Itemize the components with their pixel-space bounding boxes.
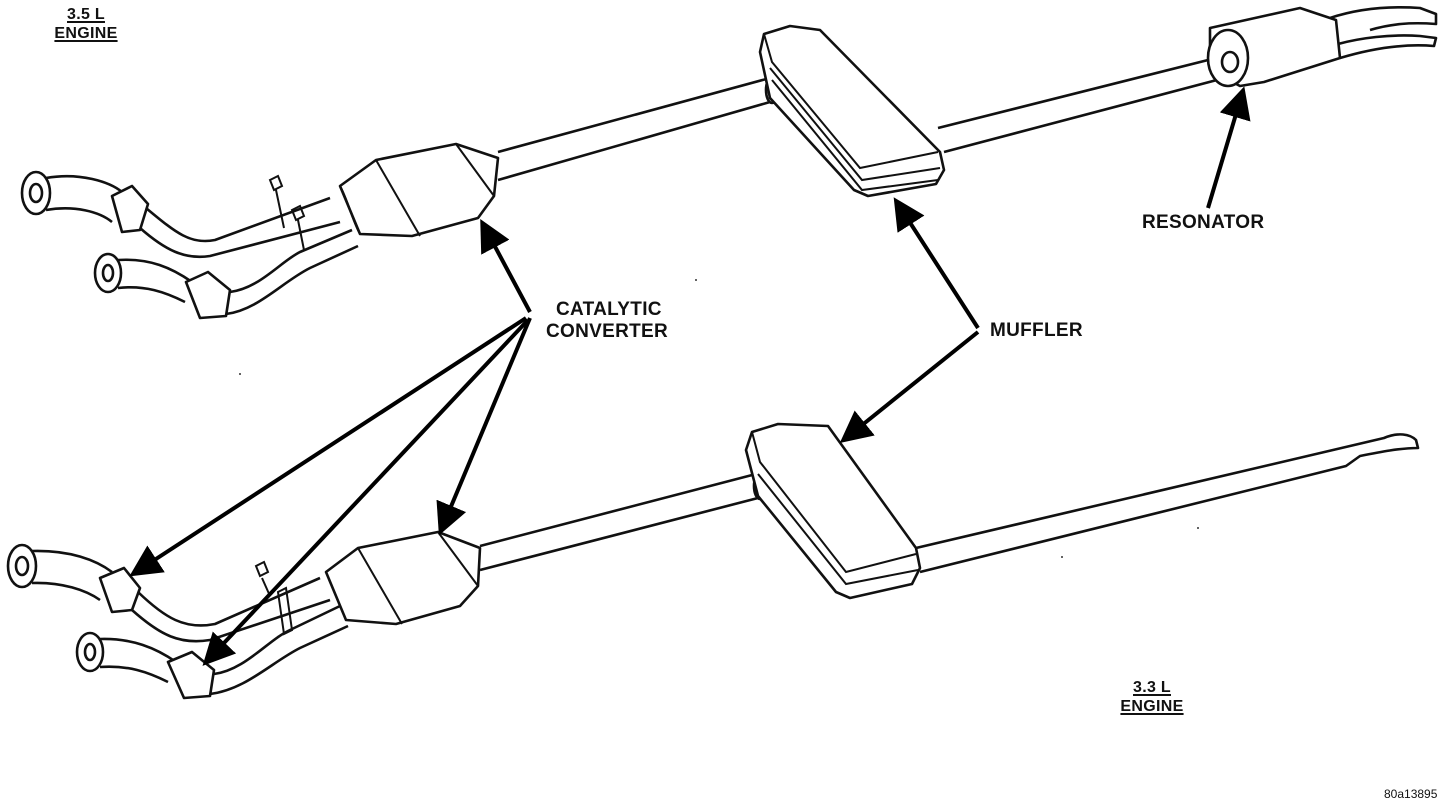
engine-label-3-5l-line1: 3.5 L bbox=[67, 6, 105, 23]
tail-pipe-top bbox=[937, 54, 1233, 154]
manifold-flange-bottom-1 bbox=[6, 543, 38, 589]
front-cat-bottom-2 bbox=[166, 650, 216, 700]
engine-label-3-5l-line2: ENGINE bbox=[54, 25, 118, 42]
figure-code: 80a13895 bbox=[1384, 787, 1438, 801]
muffler-label: MUFFLER bbox=[990, 320, 1083, 341]
arrow-muffler-top bbox=[893, 197, 980, 330]
front-cat-top-2 bbox=[184, 270, 232, 320]
manifold-flange-top-1 bbox=[20, 170, 52, 216]
intermediate-pipe-top bbox=[497, 76, 771, 182]
hanger-clamp-bottom-1 bbox=[254, 560, 271, 597]
manifold-flange-top-2 bbox=[93, 252, 123, 294]
hanger-clamp-top-2 bbox=[290, 204, 306, 251]
arrow-catalytic-front-1 bbox=[129, 316, 528, 577]
leader-arrows bbox=[129, 86, 1251, 666]
intermediate-pipe-bottom bbox=[479, 472, 759, 572]
resonator-body bbox=[1206, 6, 1342, 88]
front-pipe-bottom-1b bbox=[131, 576, 331, 643]
hanger-clamp-top-1 bbox=[268, 174, 285, 229]
front-cat-bottom-1 bbox=[98, 566, 142, 614]
resonator-label: RESONATOR bbox=[1142, 212, 1265, 233]
arrow-resonator bbox=[1206, 86, 1251, 209]
engine-label-3-3l-line2: ENGINE bbox=[1120, 698, 1184, 715]
arrow-catalytic-bottom-cat bbox=[436, 317, 532, 536]
scan-speckles bbox=[239, 279, 1199, 558]
front-pipe-top-2 bbox=[117, 258, 193, 304]
exhaust-assembly-3-5l bbox=[20, 6, 1438, 320]
hanger-clamp-bottom-2 bbox=[276, 586, 294, 636]
front-pipe-bottom-2 bbox=[99, 637, 177, 684]
catalytic-converter-label-line2: CONVERTER bbox=[546, 321, 668, 342]
muffler-bottom bbox=[744, 422, 922, 600]
arrow-catalytic-front-2 bbox=[202, 318, 530, 666]
front-pipe-top-1b bbox=[139, 196, 341, 259]
front-pipe-bottom-2b bbox=[209, 604, 349, 696]
exhaust-assembly-3-3l bbox=[6, 422, 1420, 700]
manifold-flange-bottom-2 bbox=[75, 631, 105, 673]
front-cat-top-1 bbox=[110, 184, 150, 234]
catalytic-converter-label: CATALYTIC CONVERTER bbox=[546, 299, 668, 343]
front-pipe-top-1 bbox=[45, 174, 123, 224]
front-pipe-top-2b bbox=[225, 228, 359, 316]
catalytic-converter-label-line1: CATALYTIC bbox=[556, 299, 662, 320]
arrow-catalytic-top-cat bbox=[480, 218, 532, 313]
resonator-outlet-tips bbox=[1329, 6, 1438, 60]
engine-label-3-5l: 3.5 L ENGINE bbox=[44, 5, 128, 43]
engine-label-3-3l-line1: 3.3 L bbox=[1133, 679, 1171, 696]
tail-pipe-bottom bbox=[915, 433, 1420, 574]
catalytic-converter-bottom bbox=[324, 530, 482, 626]
front-pipe-bottom-1 bbox=[31, 549, 113, 602]
arrow-muffler-bottom bbox=[839, 330, 980, 444]
engine-label-3-3l: 3.3 L ENGINE bbox=[1110, 678, 1194, 716]
catalytic-converter-top bbox=[338, 142, 500, 238]
muffler-top bbox=[758, 24, 946, 198]
